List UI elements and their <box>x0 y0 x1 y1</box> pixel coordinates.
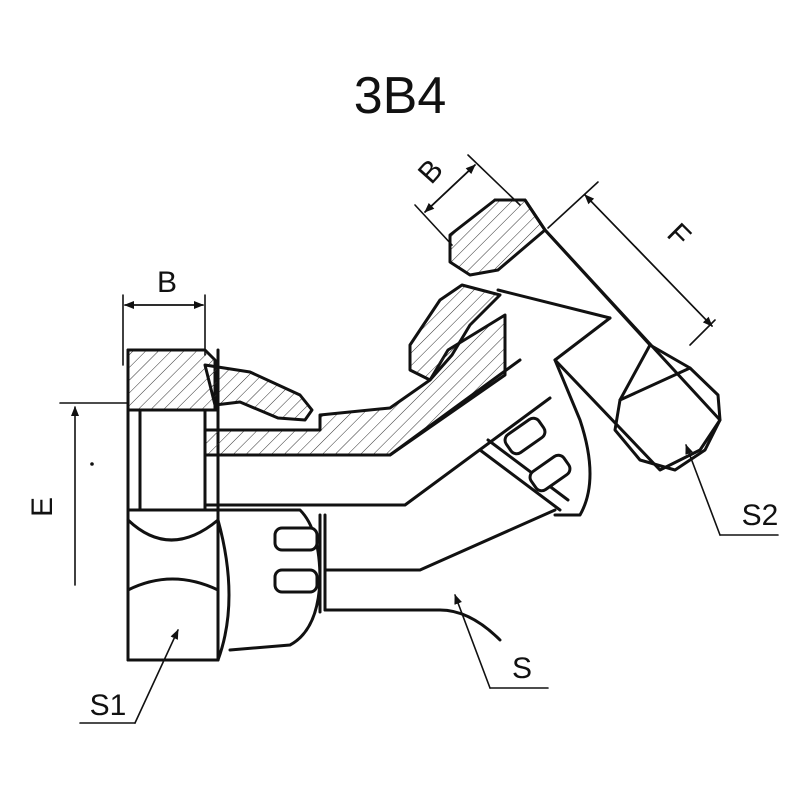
label-s: S <box>512 652 532 685</box>
diagram-title: 3B4 <box>354 67 447 125</box>
label-s1: S1 <box>90 689 127 722</box>
dim-label-b-left: B <box>157 266 177 299</box>
right-nut-sleeve <box>553 358 592 517</box>
label-s2: S2 <box>742 499 779 532</box>
dim-label-f: F <box>661 217 697 253</box>
left-nut-lip <box>203 363 314 422</box>
dimension-b-left: B <box>122 266 206 366</box>
left-nut-hex-low <box>126 577 220 662</box>
left-nut-hex-shoulder <box>216 518 231 662</box>
right-nut-flat-1 <box>496 288 612 320</box>
right-nut-flat-3 <box>553 316 612 362</box>
right-nut-flat-2 <box>543 228 652 347</box>
leader-s: S <box>454 594 549 689</box>
left-grip-1 <box>273 526 319 552</box>
elbow-grip-1 <box>503 416 547 456</box>
dim-label-e: E <box>26 497 59 517</box>
leader-s2: S2 <box>685 444 779 536</box>
dimension-f: F <box>547 181 716 346</box>
elbow-bore <box>203 358 522 457</box>
elbow-grip-2 <box>528 453 572 493</box>
elbow-outer-upper <box>203 396 552 507</box>
elbow-collar-diagonal <box>478 448 562 512</box>
dimension-e: E <box>26 402 129 586</box>
left-grip-2 <box>273 568 319 594</box>
right-nut-lip <box>408 283 502 382</box>
left-nut-section <box>126 348 217 412</box>
right-nut-hex-edge <box>618 366 692 402</box>
right-nut <box>408 198 722 517</box>
elbow-outer-lower <box>323 508 557 572</box>
left-nut-hex <box>126 518 220 542</box>
elbow-outer-bottom <box>323 608 502 642</box>
right-nut-hex <box>613 343 722 472</box>
elbow-body <box>203 313 572 642</box>
leader-s1: S1 <box>79 629 179 724</box>
elbow-collar-diagonal-2 <box>486 438 570 502</box>
dim-label-b-top: B <box>412 153 450 190</box>
